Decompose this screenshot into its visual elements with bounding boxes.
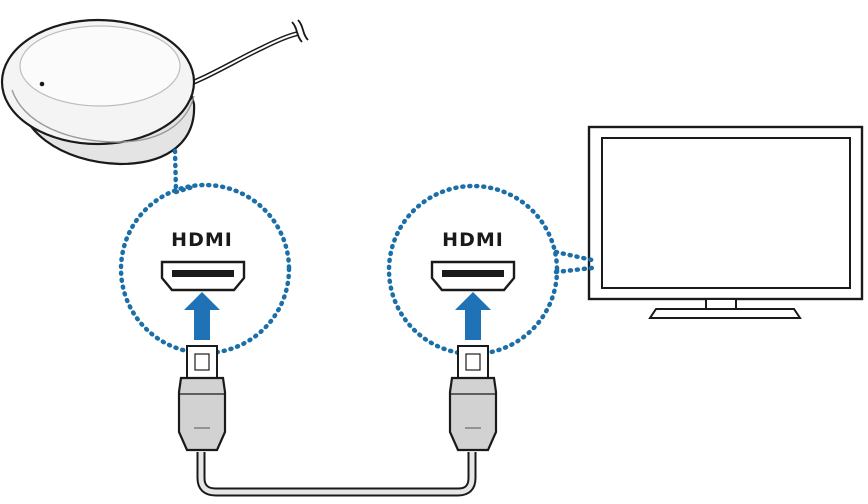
hdmi-cable [177,345,498,497]
right-insert-arrow-icon [455,292,491,340]
right-hdmi-plug [448,345,498,452]
dock-led-icon [39,81,45,87]
left-hdmi-port: HDMI [160,229,246,340]
right-hdmi-logo: HDMI [442,229,504,251]
monitor [587,125,864,319]
monitor-stand-base [648,308,802,319]
left-hdmi-plug [177,345,227,452]
left-hdmi-logo: HDMI [171,229,233,251]
monitor-screen [601,137,851,289]
left-insert-arrow-icon [184,292,220,340]
dock-station [0,18,309,166]
right-hdmi-port: HDMI [430,229,516,340]
monitor-stand-neck [705,298,737,310]
hdmi-cable-wire [196,452,477,497]
